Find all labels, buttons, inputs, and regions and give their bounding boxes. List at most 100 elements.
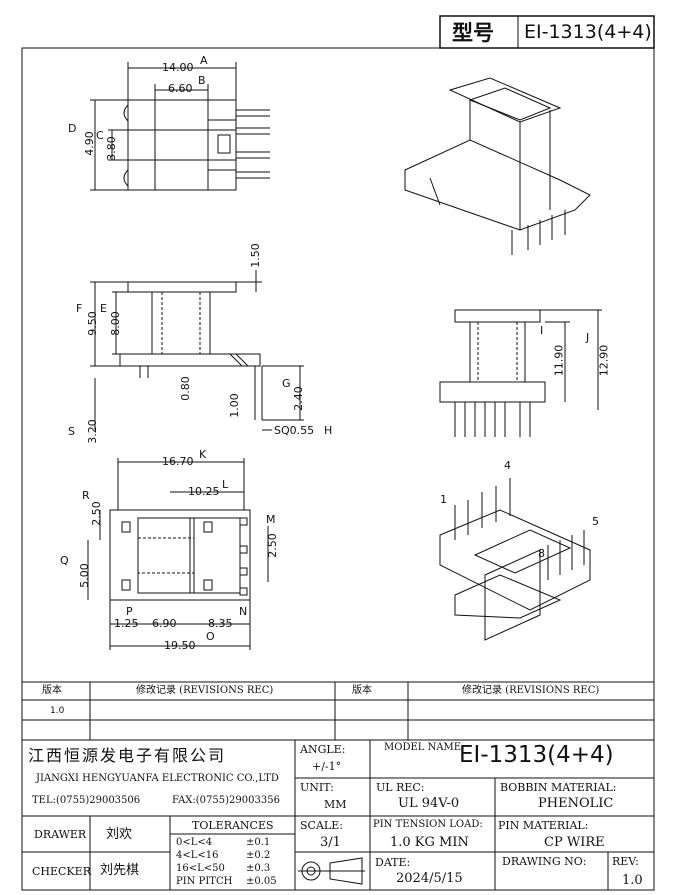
tol3-range: 16<L<50 [176, 863, 225, 874]
model-name-label: MODEL NAME: [384, 742, 465, 753]
pin-4-label: 4 [504, 459, 511, 472]
dim-150: 1.50 [248, 243, 262, 268]
marker-j: J [586, 331, 590, 344]
bobbin-label: BOBBIN MATERIAL: [500, 781, 617, 794]
dim-d: 4.90 [82, 131, 96, 156]
rev-row1-version: 1.0 [50, 706, 65, 716]
rev-label: REV: [612, 855, 639, 868]
dim-s: 3.20 [85, 419, 99, 444]
rev-header-record-2: 修改记录 (REVISIONS REC) [462, 685, 600, 696]
marker-b: B [198, 74, 206, 87]
dim-g: 2.40 [291, 386, 305, 411]
unit-label: UNIT: [300, 781, 334, 794]
pin-1-label: 1 [440, 493, 447, 506]
tol2-value: ±0.2 [246, 850, 271, 861]
dim-a: 14.00 [162, 61, 194, 74]
tol1-value: ±0.1 [246, 837, 271, 848]
marker-d: D [68, 122, 77, 135]
tol2-range: 4<L<16 [176, 850, 219, 861]
date-value: 2024/5/15 [396, 871, 463, 886]
marker-n: N [239, 605, 248, 618]
company-cn: 江西恒源发电子有限公司 [28, 746, 227, 765]
scale-value: 3/1 [320, 835, 341, 850]
model-name-value: EI-1313(4+4) [459, 742, 614, 768]
angle-value: +/-1° [312, 760, 342, 773]
company-fax: FAX:(0755)29003356 [172, 795, 280, 806]
pin-tension-label: PIN TENSION LOAD: [373, 819, 483, 830]
rev-header-version: 版本 [42, 685, 62, 696]
dim-c: 3.80 [104, 136, 118, 161]
dim-f: 9.50 [85, 311, 99, 336]
dim-m: 2.50 [265, 533, 279, 558]
dim-b: 6.60 [168, 82, 193, 95]
marker-h: H [324, 424, 333, 437]
marker-f: F [76, 302, 83, 315]
pin-material-value: CP WIRE [544, 835, 605, 850]
pin-8-label: 8 [538, 547, 545, 560]
marker-c: C [96, 129, 104, 142]
model-header: EI-1313(4+4) [524, 21, 652, 43]
marker-i: I [540, 324, 544, 337]
drawer-label: DRAWER [34, 828, 87, 841]
tolerances-label: TOLERANCES [192, 819, 274, 832]
tol3-value: ±0.3 [246, 863, 271, 874]
dim-e: 8.00 [108, 311, 122, 336]
pin-tension-value: 1.0 KG MIN [390, 835, 469, 850]
dim-080: 0.80 [178, 376, 192, 401]
marker-e: E [100, 302, 107, 315]
marker-q: Q [60, 554, 69, 567]
ul-label: UL REC: [376, 781, 425, 794]
dim-p2: 6.90 [152, 617, 177, 630]
marker-o: O [206, 630, 215, 643]
date-label: DATE: [375, 856, 411, 869]
company-en: JIANGXI HENGYUANFA ELECTRONIC CO.,LTD [36, 773, 279, 784]
side-view [439, 309, 602, 437]
company-tel: TEL:(0755)29003506 [32, 795, 141, 806]
marker-a: A [200, 54, 208, 67]
marker-k: K [199, 448, 207, 461]
dim-p3: 8.35 [208, 617, 233, 630]
drawing-no-label: DRAWING NO: [502, 855, 587, 868]
scale-label: SCALE: [300, 819, 343, 832]
pin-material-label: PIN MATERIAL: [498, 819, 589, 832]
bobbin-value: PHENOLIC [538, 796, 614, 811]
tol1-range: 0<L<4 [176, 837, 213, 848]
marker-g: G [282, 377, 291, 390]
marker-s: S [68, 425, 75, 438]
dim-i: 11.90 [552, 344, 566, 377]
marker-r: R [82, 489, 90, 502]
dim-r: 2.50 [89, 501, 103, 526]
pin-5-label: 5 [592, 515, 599, 528]
dim-100: 1.00 [227, 393, 241, 418]
rev-header-record: 修改记录 (REVISIONS REC) [136, 685, 274, 696]
angle-label: ANGLE: [300, 743, 346, 756]
title-block [21, 739, 655, 891]
dim-k: 16.70 [162, 455, 194, 468]
dim-o: 19.50 [164, 639, 196, 652]
bottom-view [87, 458, 269, 650]
dim-q: 5.00 [77, 563, 91, 588]
drawer-value: 刘欢 [106, 827, 133, 842]
marker-p: P [126, 605, 133, 618]
dim-h: SQ0.55 [274, 424, 315, 437]
tol4-value: ±0.05 [246, 876, 277, 887]
marker-m: M [266, 513, 276, 526]
checker-label: CHECKER [32, 865, 91, 878]
checker-value: 刘先棋 [100, 863, 140, 878]
marker-l: L [222, 478, 229, 491]
rev-header-version-2: 版本 [352, 685, 372, 696]
type-label: 型号 [452, 20, 494, 45]
dim-j: 12.90 [597, 344, 611, 377]
dim-l: 10.25 [188, 485, 220, 498]
tol4-range: PIN PITCH [176, 876, 233, 887]
front-view [90, 270, 304, 431]
iso-view-top [404, 77, 591, 255]
top-view [90, 62, 270, 191]
rev-value: 1.0 [622, 873, 643, 888]
header-box [439, 15, 655, 49]
ul-value: UL 94V-0 [398, 796, 460, 811]
dim-p1: 1.25 [114, 617, 139, 630]
iso-view-bottom [439, 478, 591, 641]
